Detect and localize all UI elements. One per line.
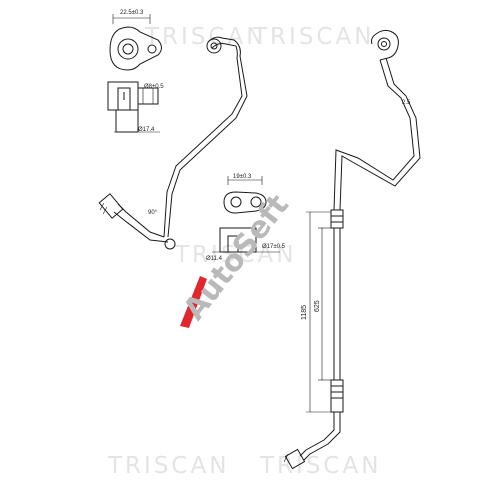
hose-length-dimensions: 1185 625 — [301, 211, 331, 413]
watermark-top-right: TRISCAN — [252, 24, 374, 50]
mid-port-diameter-left-label: Ø11.4 — [206, 256, 223, 262]
bend-mark-right: 2.5 — [402, 100, 411, 106]
mid-port-diameter-right-label: Ø17±0.5 — [262, 244, 286, 250]
bend-angle-mark: 90° — [148, 210, 158, 216]
top-port-diameter-label: Ø8±0.5 — [144, 84, 164, 90]
hose-assembly — [283, 209, 344, 470]
hose-length-right-label: 625 — [314, 300, 321, 312]
watermark-bottom-right: TRISCAN — [259, 453, 381, 479]
right-pipe: 2.5 — [333, 29, 421, 211]
top-fitting-spacing-label: 22.5±0.3 — [120, 10, 144, 16]
watermark-bottom-left: TRISCAN — [107, 453, 229, 479]
middle-fitting-detail: 19±0.3 Ø11.4 Ø17±0.5 — [206, 174, 286, 262]
watermark-top-left: TRISCAN — [144, 24, 266, 50]
top-pipe-diameter-label: Ø17.4 — [138, 127, 155, 133]
top-fitting-detail: 22.5±0.3 — [109, 10, 162, 71]
watermark-middle: TRISCAN — [174, 242, 296, 268]
top-port-detail: Ø8±0.5 Ø17.4 — [107, 81, 164, 133]
mid-fitting-spacing-label: 19±0.3 — [233, 174, 252, 180]
hose-length-left-label: 1185 — [301, 305, 308, 320]
logo-accent-stroke — [180, 276, 207, 328]
left-pipe: 90° — [98, 36, 248, 250]
